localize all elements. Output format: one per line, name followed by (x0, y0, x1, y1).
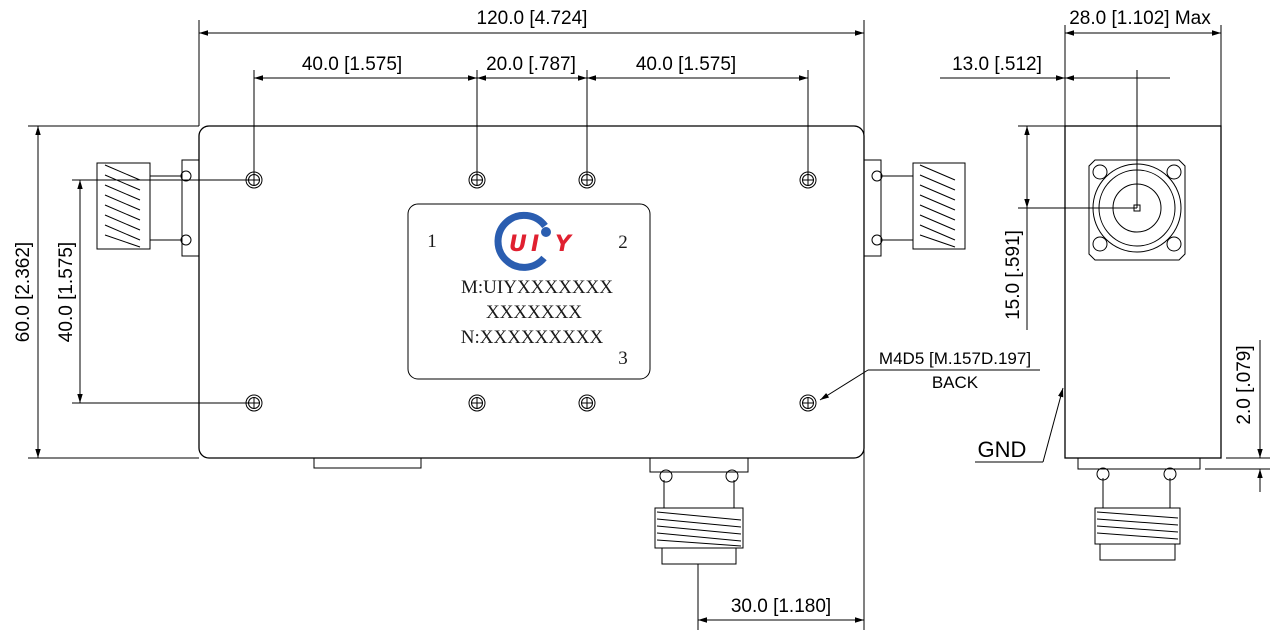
side-dimension-lines (940, 25, 1270, 492)
port1-label: 1 (427, 231, 437, 252)
mounting-side-note: BACK (932, 373, 979, 392)
serial-number: N:XXXXXXXXX (461, 327, 604, 348)
mounting-hole (799, 394, 817, 412)
mounting-thread-note: M4D5 [M.157D.197] (879, 349, 1031, 368)
port1-connector (96, 159, 200, 257)
dim-hole-spacing-right: 40.0 [1.575] (636, 54, 736, 75)
uiy-logo: U I Y (494, 211, 573, 271)
svg-text:I: I (531, 232, 539, 257)
svg-text:U: U (509, 232, 527, 257)
side-bottom-connector (1077, 457, 1201, 561)
dim-base-step: 2.0 [.079] (1234, 345, 1255, 424)
dim-overall-length: 120.0 [4.724] (477, 8, 588, 29)
side-body (1064, 125, 1222, 459)
front-view: U I Y 1 2 3 M:UIYXXXXXXX XXXXXXX N:XXXXX… (13, 8, 1040, 630)
mounting-hole (578, 394, 596, 412)
dimension-lines (28, 20, 1040, 630)
port3-label: 3 (618, 348, 628, 369)
dim-hole-spacing-left: 40.0 [1.575] (302, 54, 402, 75)
model-line1: M:UIYXXXXXXX (461, 277, 613, 298)
mounting-hole (468, 394, 486, 412)
dim-connector-offset-vertical: 15.0 [.591] (1003, 230, 1024, 320)
port2-label: 2 (618, 232, 628, 253)
dim-connector-offset-horizontal: 13.0 [.512] (952, 54, 1042, 75)
port3-connector (649, 457, 749, 565)
gnd-label: GND (978, 437, 1027, 462)
bottom-tab (313, 457, 422, 469)
model-line2: XXXXXXX (486, 302, 582, 323)
dim-hole-spacing-vertical: 40.0 [1.575] (56, 242, 77, 342)
dim-max-thickness: 28.0 [1.102] Max (1069, 8, 1211, 29)
dim-hole-spacing-middle: 20.0 [.787] (486, 54, 576, 75)
svg-text:Y: Y (555, 232, 573, 257)
product-label: U I Y 1 2 3 M:UIYXXXXXXX XXXXXXX N:XXXXX… (407, 203, 651, 380)
dim-overall-height: 60.0 [2.362] (13, 242, 34, 342)
port2-connector (863, 159, 966, 257)
side-view: 28.0 [1.102] Max 13.0 [.512] 15.0 [.591]… (940, 8, 1270, 561)
dim-port3-offset: 30.0 [1.180] (731, 596, 831, 617)
